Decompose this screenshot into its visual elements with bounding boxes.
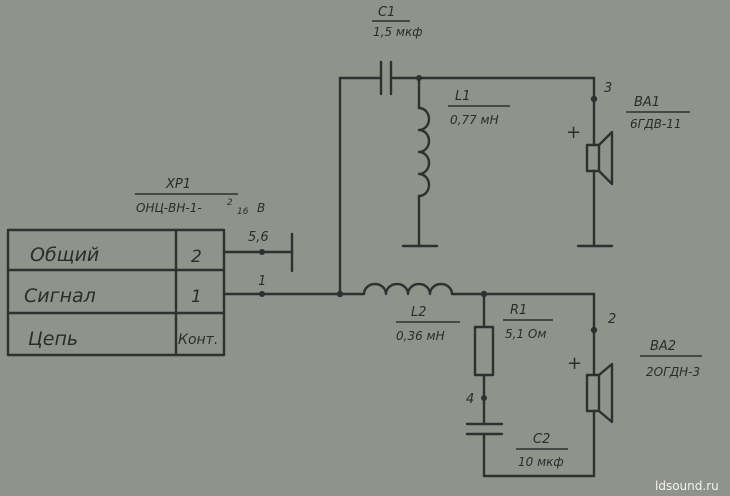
- ba2-speaker-cone: [597, 362, 614, 424]
- l2-value: 0,36 мН: [396, 329, 445, 343]
- table-row-name: Цепь: [28, 328, 78, 350]
- junction-dot: [259, 291, 265, 297]
- table-row-contact: Конт.: [178, 332, 218, 348]
- r1-resistor-body: [473, 325, 495, 377]
- ground-contact: 5,6: [222, 230, 294, 273]
- signal-input: 1: [222, 274, 344, 298]
- c1-value: 1,5 мкф: [373, 25, 422, 39]
- ba2-polarity: +: [567, 353, 582, 374]
- table-row-contact: 1: [191, 287, 202, 307]
- xp1-label: XP1 ОНЦ-ВН-1- 2 16 В: [135, 177, 265, 217]
- c2-name: C2: [533, 432, 550, 447]
- ba1-pin: 3: [604, 81, 612, 96]
- c2-value: 10 мкф: [518, 455, 564, 469]
- low-pass-branch: L2 0,36 мН R1 5,1 Ом 4 C2 10 мкф 2 + BA2…: [338, 282, 702, 478]
- junction-dot: [590, 326, 598, 334]
- junction-dot: [481, 395, 487, 401]
- ba2-pin: 2: [608, 312, 616, 327]
- node-label: 4: [466, 392, 474, 407]
- xp1-type: ОНЦ-ВН-1-: [136, 201, 202, 215]
- c1-name: C1: [378, 5, 395, 20]
- table-border: [6, 228, 226, 357]
- ba1-polarity: +: [566, 122, 581, 143]
- r1-name: R1: [510, 303, 527, 318]
- xp1-fraction-numerator: 2: [227, 198, 233, 208]
- l2-name: L2: [411, 305, 427, 320]
- watermark: ldsound.ru: [655, 479, 719, 493]
- xp1-suffix: В: [257, 201, 265, 215]
- junction-dot: [259, 249, 265, 255]
- ba2-name: BA2: [650, 339, 676, 354]
- high-pass-branch: C1 1,5 мкф L1 0,77 мН 3 + BA1 6ГДВ-11: [338, 5, 690, 296]
- ba2-type: 2ОГДН-3: [646, 365, 700, 379]
- ba1-speaker-body: [585, 143, 601, 173]
- ba1-type: 6ГДВ-11: [630, 117, 682, 131]
- table-row-name: Сигнал: [24, 285, 96, 307]
- ba1-speaker-cone: [597, 130, 614, 186]
- xp1-fraction-denominator: 16: [237, 207, 249, 217]
- table-row-contact: 2: [191, 247, 202, 267]
- node-label: 5,6: [248, 230, 269, 245]
- l2-coil: [362, 282, 454, 296]
- l1-name: L1: [455, 89, 471, 104]
- table-row-name: Общий: [30, 244, 99, 266]
- node-label: 1: [258, 274, 266, 289]
- ba1-name: BA1: [634, 95, 660, 110]
- ba2-speaker-body: [585, 373, 601, 413]
- l1-coil: [417, 106, 431, 198]
- xp1-name: XP1: [165, 177, 191, 192]
- l1-value: 0,77 мН: [450, 113, 499, 127]
- connector-table: Общий 2 Сигнал 1 Цепь Конт.: [6, 228, 226, 357]
- r1-value: 5,1 Ом: [505, 327, 546, 341]
